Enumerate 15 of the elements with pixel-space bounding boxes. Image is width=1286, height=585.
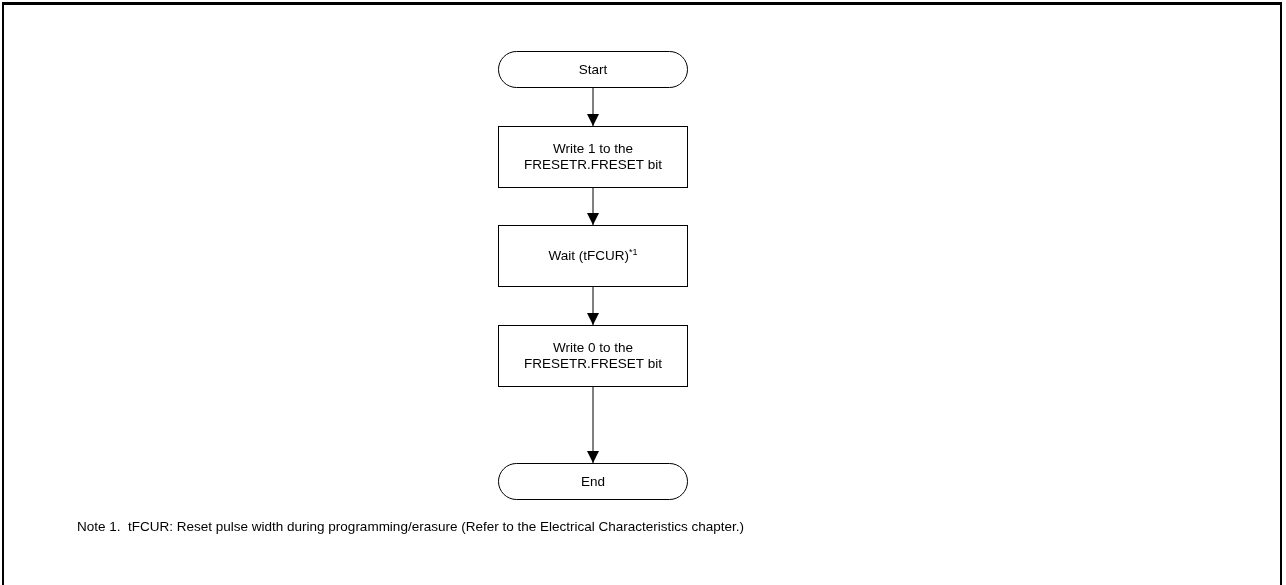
arrow (587, 286, 599, 326)
terminator (498, 463, 688, 500)
node-text: Write 0 to the FRESETR.FRESET bit (523, 340, 663, 372)
node-text: Wait (tFCUR)$^{*1}$ (548, 248, 638, 264)
note-text: Note 1. tFCUR: Reset pulse width during programming/erasure (Refer to the Electrical Characteristics chapter.) (77, 519, 745, 534)
process-box (498, 126, 688, 188)
node-text: Write 1 to the FRESETR.FRESET bit (523, 141, 663, 173)
process-box (498, 325, 688, 387)
node-text: Start (578, 61, 608, 78)
arrow (587, 187, 599, 226)
terminator (498, 51, 688, 88)
process-box (498, 225, 688, 287)
arrow (587, 386, 599, 464)
arrow (587, 87, 599, 127)
node-text: End (581, 473, 605, 490)
